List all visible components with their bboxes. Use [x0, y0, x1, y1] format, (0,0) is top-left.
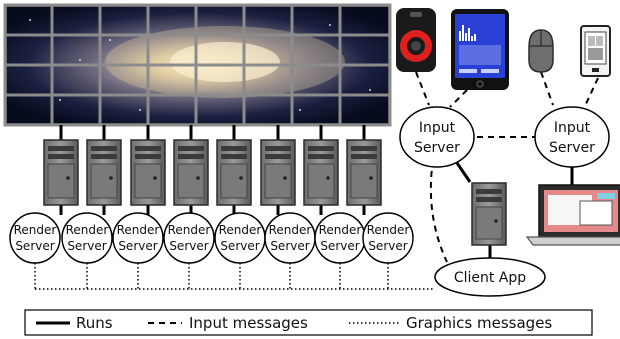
render-server-label-line2: Server: [15, 239, 54, 253]
render-server-label-line2: Server: [320, 239, 359, 253]
tower-computer: [260, 139, 296, 206]
tablet-device: [451, 9, 509, 90]
render-server-node: Render Server: [314, 212, 366, 264]
render-server-node: Render Server: [112, 212, 164, 264]
input-server-node-right: Input Server: [534, 106, 610, 168]
client-tower-computer: [471, 182, 507, 246]
legend: Runs Input messages Graphics messages: [24, 309, 593, 336]
display-wall: [3, 3, 392, 127]
legend-runs-label: Runs: [76, 314, 113, 332]
render-server-label-line1: Render: [367, 223, 410, 237]
render-server-label-line1: Render: [117, 223, 160, 237]
input-server-label-line2: Server: [549, 140, 595, 156]
render-server-label-line2: Server: [220, 239, 259, 253]
tower-computer: [216, 139, 252, 206]
render-server-nodes: Render Server Render Server Render Serve…: [9, 212, 414, 264]
client-app-node: Client App: [434, 257, 546, 297]
runs-connections: [59, 125, 574, 258]
render-server-node: Render Server: [214, 212, 266, 264]
graphics-message-connections: [34, 263, 435, 290]
laptop-device: [525, 184, 620, 246]
render-server-node: Render Server: [163, 212, 215, 264]
render-server-label-line1: Render: [269, 223, 312, 237]
render-server-label-line1: Render: [66, 223, 109, 237]
legend-graphics-messages-label: Graphics messages: [406, 314, 552, 332]
render-server-label-line2: Server: [270, 239, 309, 253]
input-server-label-line1: Input: [554, 120, 591, 136]
render-server-node: Render Server: [264, 212, 316, 264]
mouse-device: [528, 29, 554, 73]
tower-computer: [346, 139, 382, 206]
gamepad-device: [396, 8, 436, 72]
phone-device: [580, 25, 611, 77]
render-server-node: Render Server: [362, 212, 414, 264]
render-server-label-line1: Render: [168, 223, 211, 237]
tower-computer: [130, 139, 166, 206]
tower-computer: [43, 139, 79, 206]
tower-computer: [173, 139, 209, 206]
render-server-label-line1: Render: [14, 223, 57, 237]
input-server-node-left: Input Server: [399, 106, 475, 168]
render-server-label-line1: Render: [319, 223, 362, 237]
render-server-node: Render Server: [61, 212, 113, 264]
render-server-node: Render Server: [9, 212, 61, 264]
render-server-label-line2: Server: [169, 239, 208, 253]
input-message-connections: [415, 71, 599, 263]
render-server-label-line2: Server: [368, 239, 407, 253]
input-server-label-line2: Server: [414, 140, 460, 156]
render-towers: [43, 139, 382, 206]
render-server-label-line1: Render: [219, 223, 262, 237]
render-server-label-line2: Server: [118, 239, 157, 253]
input-server-label-line1: Input: [419, 120, 456, 136]
client-app-label: Client App: [454, 270, 526, 286]
tower-computer: [303, 139, 339, 206]
tower-computer: [86, 139, 122, 206]
legend-input-messages-label: Input messages: [189, 314, 308, 332]
render-server-label-line2: Server: [67, 239, 106, 253]
